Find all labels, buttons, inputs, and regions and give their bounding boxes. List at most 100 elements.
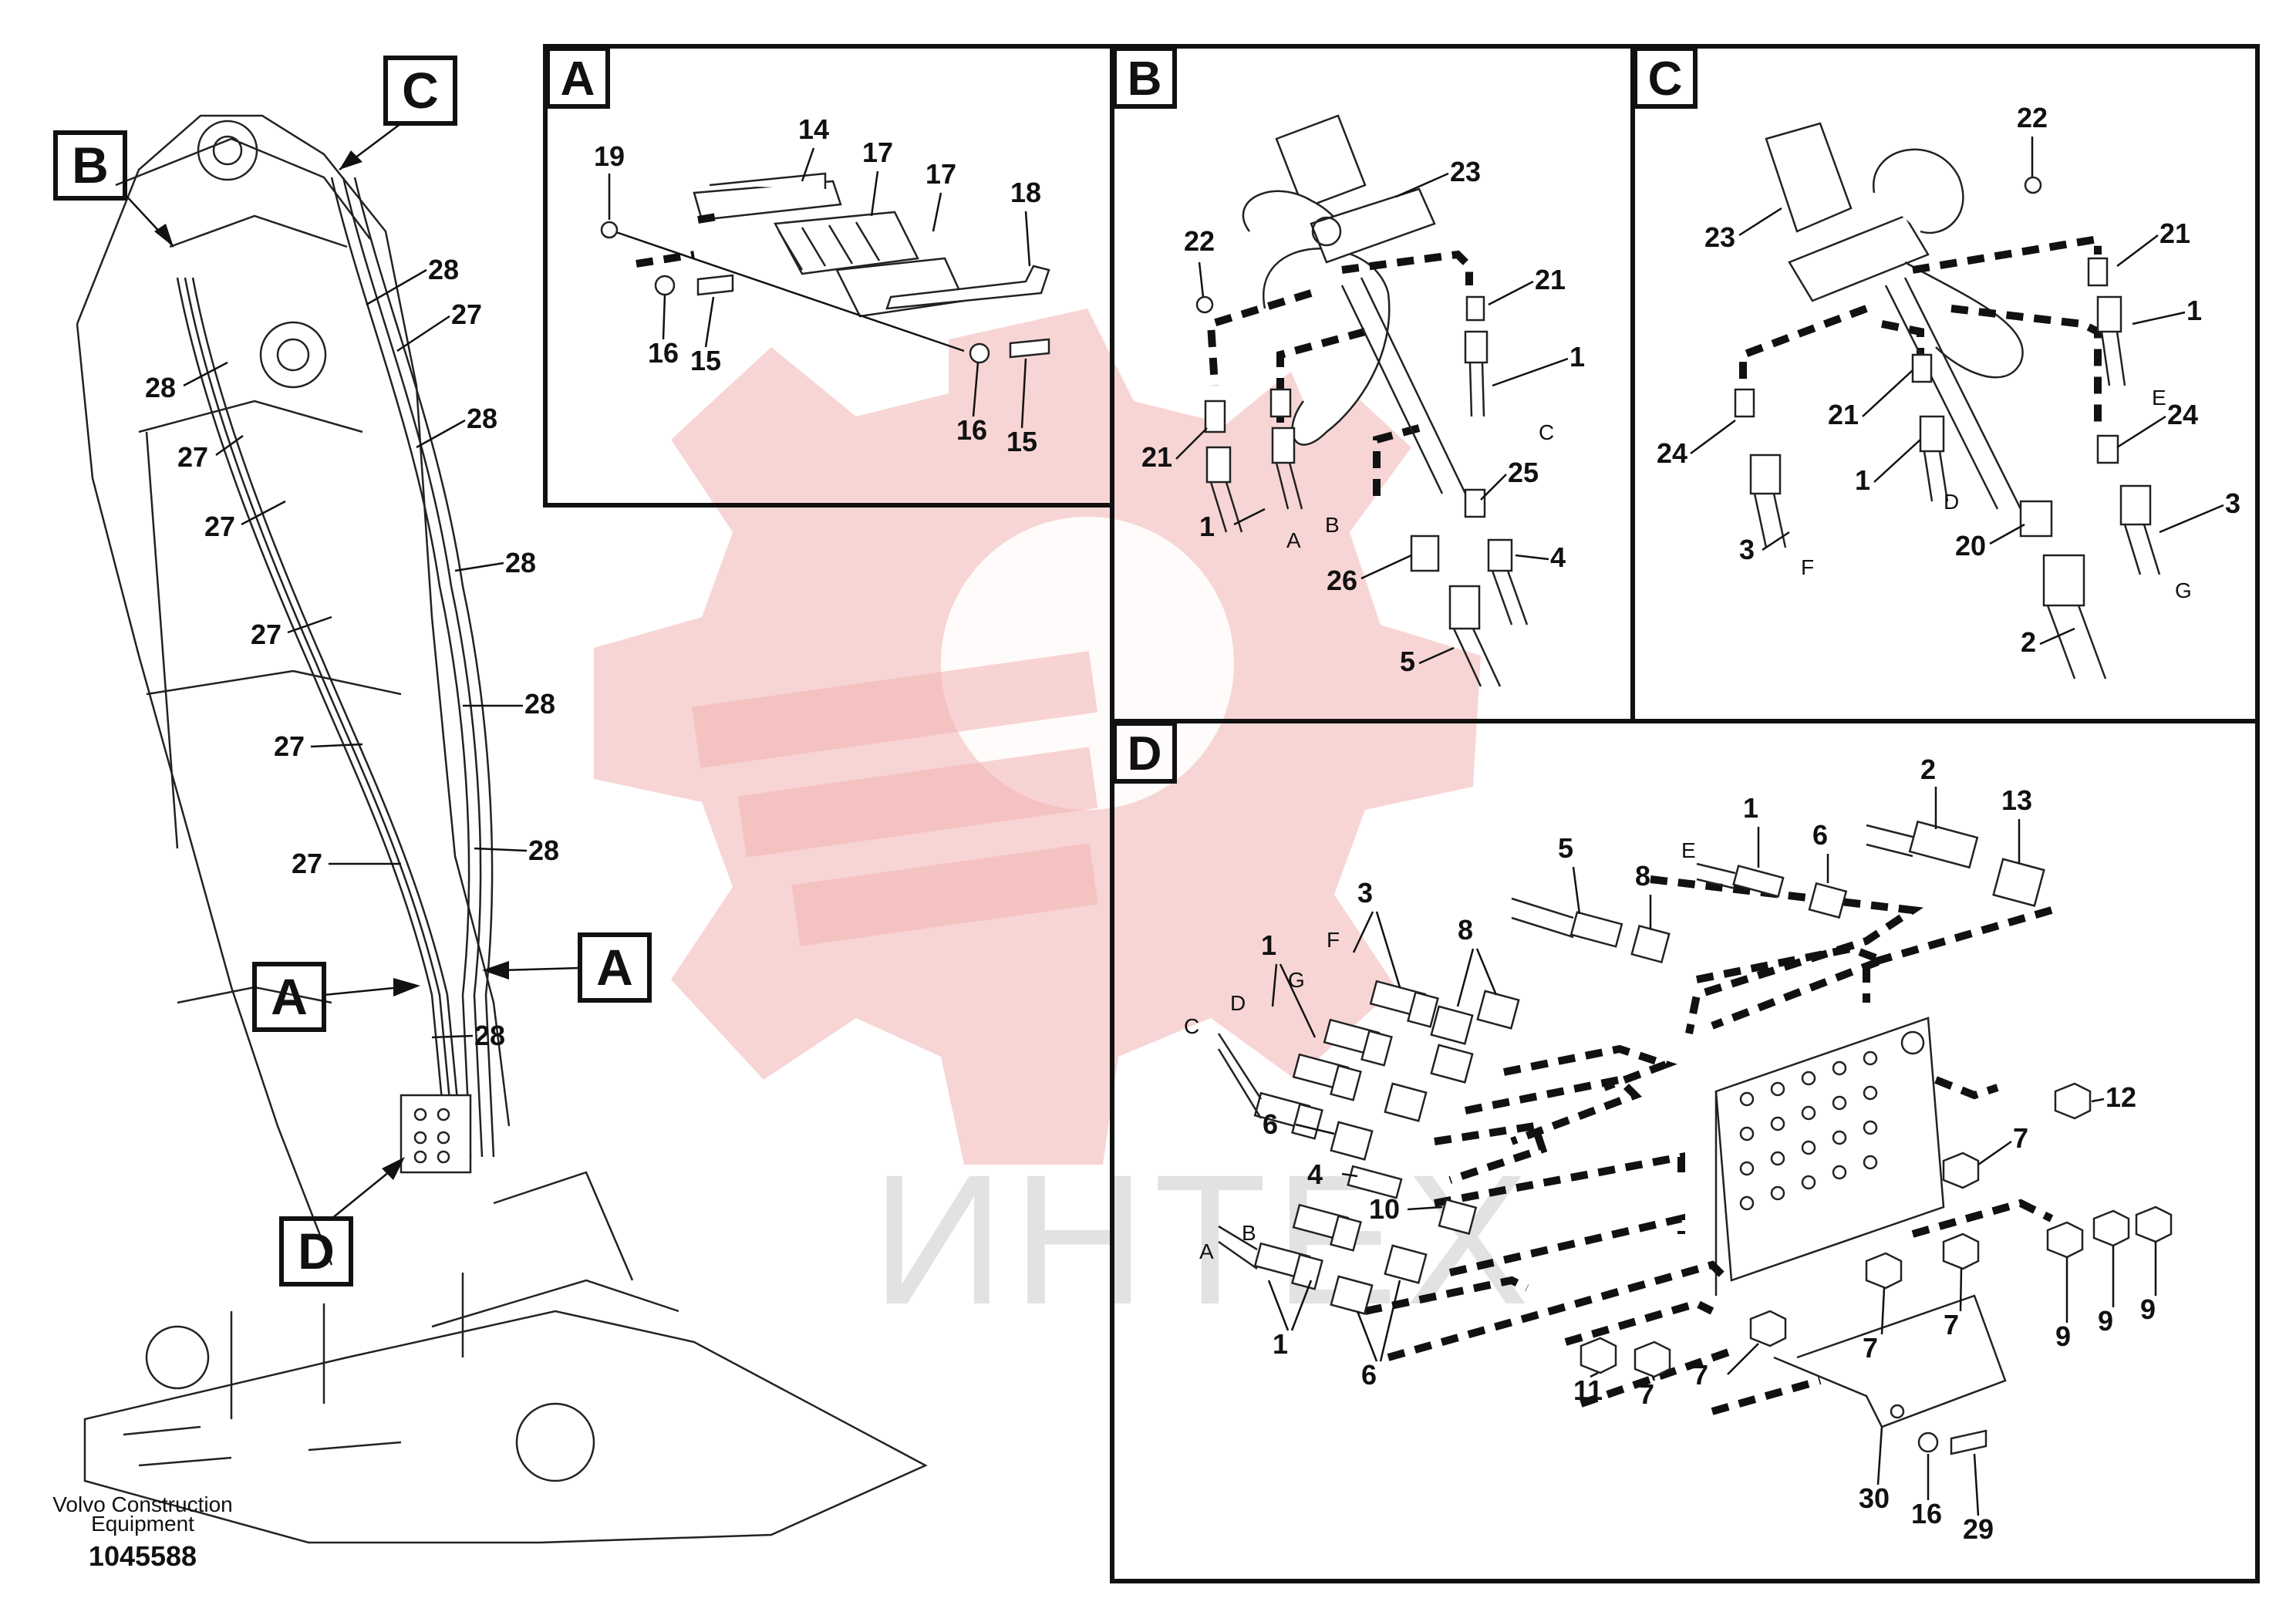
svg-text:1: 1 [1855, 464, 1870, 496]
drawing-number: 1045588 [89, 1540, 197, 1572]
svg-text:17: 17 [862, 137, 893, 168]
svg-text:28: 28 [428, 254, 459, 285]
svg-text:14: 14 [798, 113, 829, 145]
svg-text:9: 9 [2140, 1293, 2156, 1325]
svg-text:23: 23 [1704, 221, 1735, 253]
svg-text:1: 1 [1261, 929, 1276, 961]
svg-text:24: 24 [1657, 437, 1687, 469]
svg-text:C: C [1539, 420, 1554, 444]
callout-box-a-right[interactable]: A [482, 932, 652, 1003]
svg-text:4: 4 [1550, 541, 1566, 573]
panel-b-title: B [1128, 52, 1162, 106]
svg-text:9: 9 [2098, 1305, 2113, 1337]
svg-text:5: 5 [1400, 646, 1415, 677]
svg-text:E: E [2152, 386, 2166, 410]
svg-text:3: 3 [1357, 877, 1373, 909]
svg-text:A: A [1286, 528, 1301, 552]
svg-text:D: D [1230, 991, 1246, 1015]
svg-text:1: 1 [2186, 295, 2202, 326]
svg-text:26: 26 [1327, 565, 1357, 596]
svg-text:A: A [271, 968, 308, 1025]
svg-text:G: G [2175, 578, 2192, 602]
svg-text:1: 1 [1199, 511, 1215, 542]
svg-text:11: 11 [1573, 1374, 1603, 1406]
callout-box-c[interactable]: C [339, 56, 457, 170]
svg-text:7: 7 [1639, 1378, 1654, 1410]
panel-b: B [1110, 44, 1635, 723]
svg-text:7: 7 [1863, 1332, 1878, 1364]
svg-text:10: 10 [1369, 1193, 1400, 1225]
svg-text:B: B [1242, 1221, 1256, 1245]
svg-text:27: 27 [274, 730, 305, 762]
svg-text:5: 5 [1558, 832, 1573, 864]
svg-text:22: 22 [2017, 102, 2048, 133]
svg-text:28: 28 [474, 1020, 505, 1051]
svg-text:30: 30 [1859, 1482, 1890, 1514]
svg-text:7: 7 [1693, 1359, 1708, 1391]
panel-a: A [543, 44, 1114, 508]
svg-text:18: 18 [1010, 177, 1041, 208]
svg-text:2: 2 [1920, 754, 1936, 785]
panel-d-title: D [1128, 727, 1162, 781]
svg-text:6: 6 [1812, 819, 1828, 851]
svg-text:7: 7 [1944, 1309, 1959, 1340]
svg-text:16: 16 [1911, 1498, 1942, 1529]
svg-text:27: 27 [292, 848, 322, 879]
svg-text:15: 15 [1006, 426, 1037, 457]
panel-d-labels: 2 13 1 E 6 5 8 3 F G 8 1 D C 6 4 10 B A … [1184, 754, 2157, 1545]
panel-a-labels: 19 14 17 17 18 16 15 16 15 [594, 113, 1041, 457]
svg-text:G: G [1288, 968, 1305, 992]
svg-text:27: 27 [204, 511, 235, 542]
svg-text:15: 15 [690, 345, 721, 376]
svg-text:27: 27 [251, 619, 282, 650]
panel-a-title: A [561, 52, 595, 106]
svg-text:16: 16 [956, 414, 987, 446]
svg-text:D: D [1944, 490, 1959, 514]
callout-box-b[interactable]: B [53, 130, 174, 248]
company-line-2: Equipment [91, 1512, 194, 1536]
svg-text:24: 24 [2167, 399, 2198, 430]
svg-text:C: C [1184, 1014, 1199, 1038]
panel-c-labels: 22 23 21 1 E 24 21 1 D 24 3 F 3 G 20 2 [1657, 102, 2240, 658]
svg-text:19: 19 [594, 140, 625, 172]
svg-text:7: 7 [2013, 1122, 2028, 1154]
svg-text:29: 29 [1963, 1513, 1994, 1545]
svg-text:28: 28 [145, 372, 176, 403]
svg-text:21: 21 [1828, 399, 1859, 430]
watermark-logo [594, 309, 1481, 1165]
panel-c-title: C [1648, 52, 1683, 106]
svg-text:8: 8 [1635, 860, 1650, 892]
svg-text:F: F [1801, 555, 1814, 579]
svg-text:1: 1 [1569, 341, 1585, 373]
svg-text:17: 17 [925, 158, 956, 190]
svg-text:23: 23 [1450, 156, 1481, 187]
svg-text:E: E [1681, 838, 1696, 862]
svg-text:D: D [298, 1222, 335, 1280]
svg-text:3: 3 [2225, 487, 2240, 519]
svg-text:9: 9 [2055, 1320, 2071, 1352]
svg-text:B: B [72, 137, 109, 194]
svg-text:22: 22 [1184, 225, 1215, 257]
svg-text:28: 28 [467, 403, 497, 434]
overview-labels: 28 27 28 27 28 27 28 27 28 27 28 27 28 2… [145, 254, 559, 1051]
panel-b-labels: 23 22 21 1 C 21 1 A B 25 4 26 5 [1141, 156, 1585, 677]
svg-text:28: 28 [524, 688, 555, 720]
svg-text:1: 1 [1273, 1328, 1288, 1360]
svg-text:21: 21 [2159, 218, 2190, 249]
svg-text:28: 28 [528, 835, 559, 866]
svg-text:A: A [596, 939, 633, 996]
svg-text:B: B [1325, 513, 1340, 537]
callout-box-d[interactable]: D [279, 1157, 405, 1286]
svg-text:16: 16 [648, 337, 679, 369]
panel-c: C [1630, 44, 2260, 723]
svg-text:20: 20 [1955, 530, 1986, 561]
overview-machine-drawing [76, 114, 928, 1544]
svg-text:2: 2 [2021, 626, 2036, 658]
svg-text:3: 3 [1739, 534, 1755, 565]
callout-box-a-left[interactable]: A [252, 962, 420, 1032]
svg-text:4: 4 [1307, 1158, 1323, 1190]
footer-block: Volvo Construction Equipment 1045588 [52, 1492, 232, 1572]
svg-text:6: 6 [1263, 1108, 1278, 1140]
svg-text:A: A [1199, 1239, 1214, 1263]
